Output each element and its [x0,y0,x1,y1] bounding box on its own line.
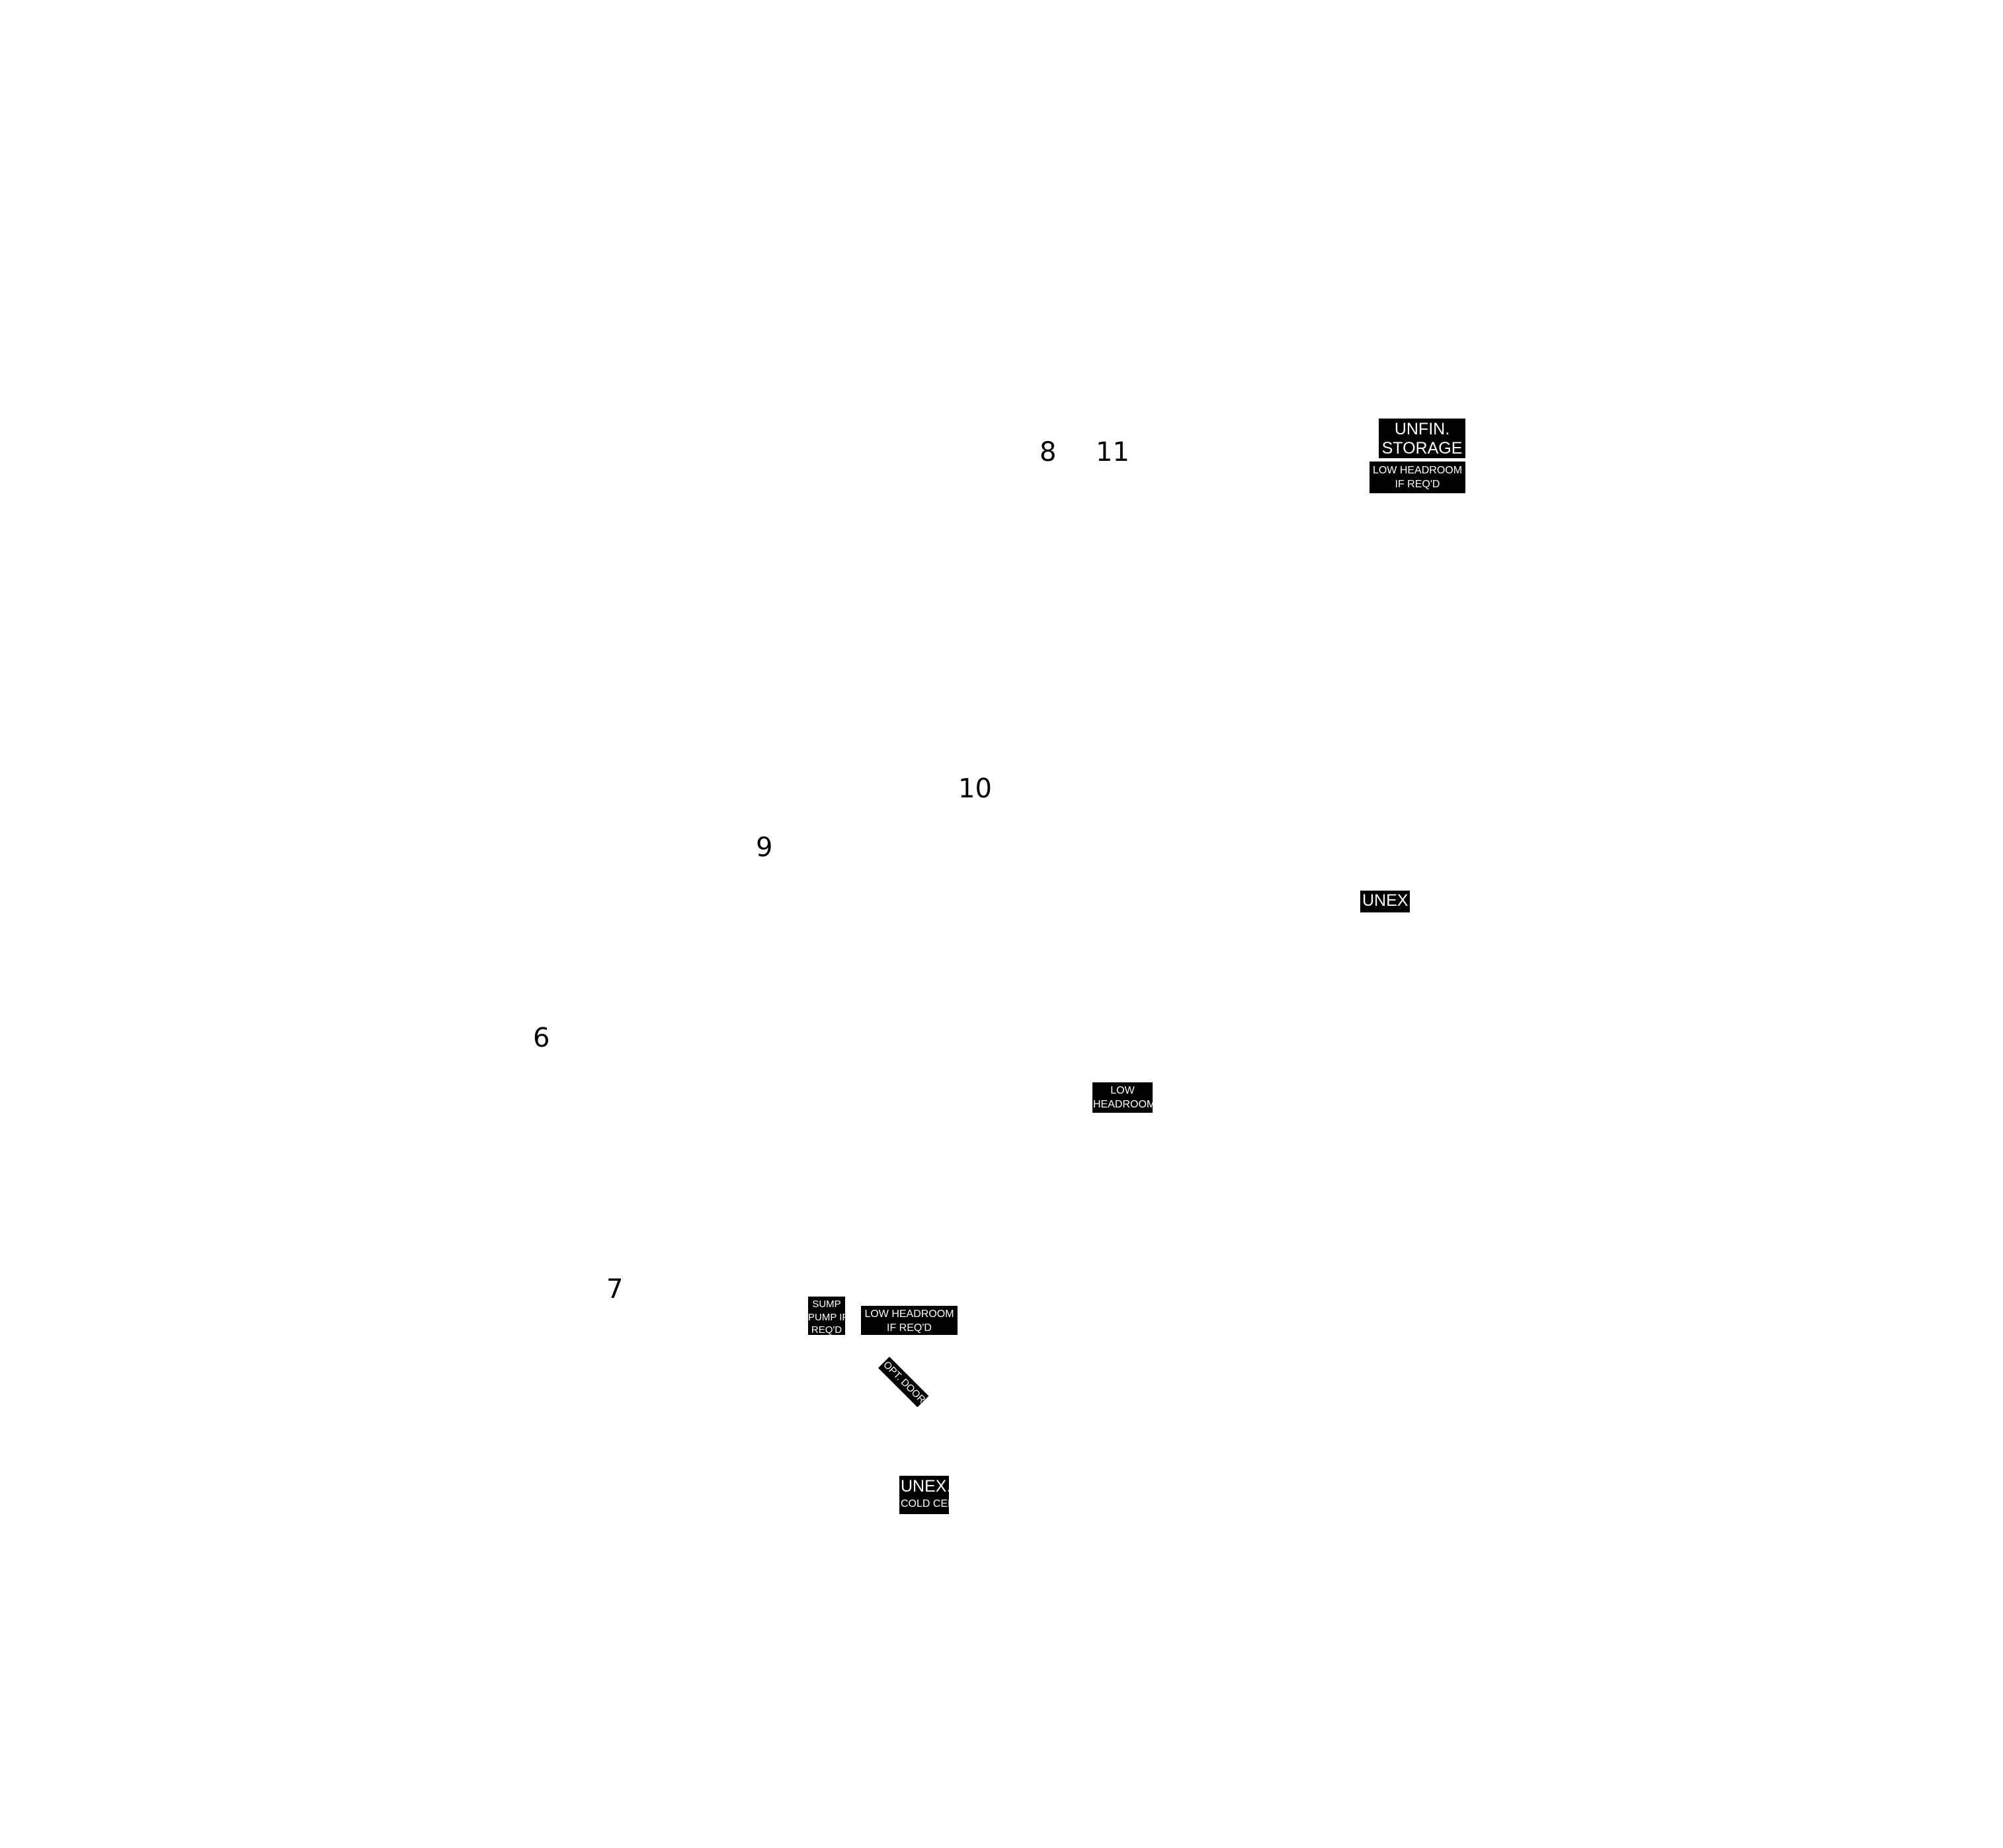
unexcavated-cold-cellar-label: UNEX. COLD CELLAR [899,1476,949,1514]
unexcavated-bottom-text: UNEX. [901,1477,949,1496]
low-headroom-bottom-line-1: LOW HEADROOM [864,1308,954,1320]
unfinished-storage-line-2: STORAGE [1381,438,1463,458]
sump-pump-line-2: PUMP IF [808,1311,845,1323]
cold-cellar-text: COLD CELLAR [901,1498,949,1509]
low-headroom-label-middle: LOW HEADROOM [1092,1082,1153,1113]
low-headroom-top-line-1: LOW HEADROOM [1372,465,1463,476]
low-headroom-middle-line-1: LOW [1110,1085,1135,1096]
low-headroom-bottom-line-2: IF REQ'D [887,1322,932,1334]
low-headroom-top-line-2: IF REQ'D [1395,478,1440,490]
low-headroom-label-top: LOW HEADROOM IF REQ'D [1369,462,1465,493]
optional-door-text: OPT. DOOR [881,1359,928,1406]
room-number-10: 10 [958,774,992,804]
room-number-7: 7 [606,1274,624,1305]
optional-door-label: OPT. DOOR [878,1357,929,1408]
room-number-6: 6 [533,1023,550,1053]
room-number-9: 9 [756,832,773,863]
unfinished-storage-line-1: UNFIN. [1394,420,1450,438]
low-headroom-label-bottom: LOW HEADROOM IF REQ'D [861,1306,958,1335]
room-number-8: 8 [1040,437,1057,467]
unfinished-storage-label: UNFIN. STORAGE [1379,419,1465,458]
unexcavated-label-right: UNEX. [1360,891,1410,912]
unexcavated-right-text: UNEX. [1362,891,1410,910]
low-headroom-middle-line-2: HEADROOM [1093,1098,1153,1110]
room-number-11: 11 [1096,437,1129,467]
sump-pump-label: SUMP PUMP IF REQ'D [808,1297,845,1335]
sump-pump-line-3: REQ'D [811,1324,842,1335]
sump-pump-line-1: SUMP [812,1299,841,1310]
